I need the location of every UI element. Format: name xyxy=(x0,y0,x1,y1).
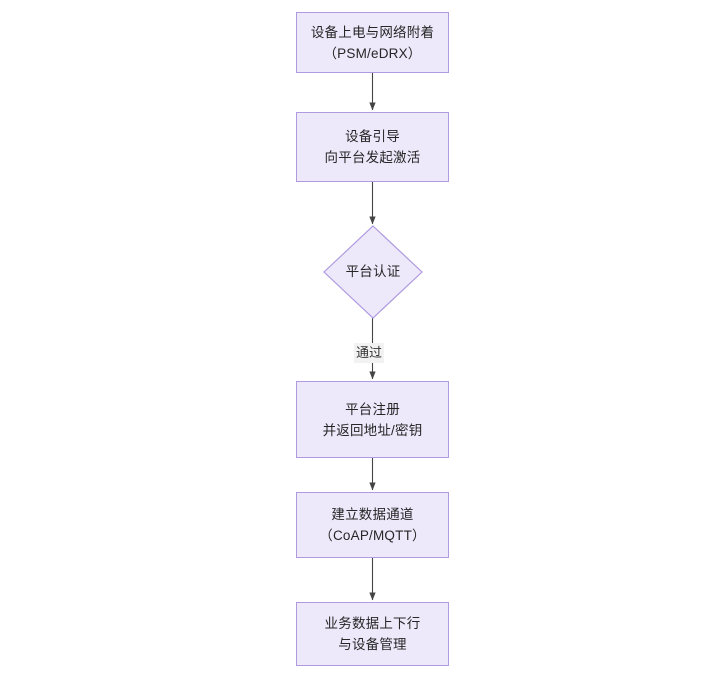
diamond-shape xyxy=(323,225,423,319)
node-line: 建立数据通道 xyxy=(331,507,414,522)
node-establish-data-channel[interactable]: 建立数据通道 （CoAP/MQTT） xyxy=(296,492,449,558)
node-line: （CoAP/MQTT） xyxy=(319,528,426,543)
node-line: 设备引导 xyxy=(345,129,400,144)
edge-label-pass: 通过 xyxy=(354,343,385,363)
node-line: 并返回地址/密钥 xyxy=(322,422,423,438)
node-line: 平台注册 xyxy=(345,401,400,417)
node-device-power-on[interactable]: 设备上电与网络附着 （PSM/eDRX） xyxy=(296,12,449,73)
node-platform-auth[interactable]: 平台认证 xyxy=(323,225,423,319)
node-line: 与设备管理 xyxy=(338,637,407,652)
node-line: 设备上电与网络附着 xyxy=(310,24,435,40)
node-platform-register[interactable]: 平台注册 并返回地址/密钥 xyxy=(296,381,449,458)
node-line: （PSM/eDRX） xyxy=(323,45,422,61)
node-line: 平台认证 xyxy=(345,264,401,279)
node-line: 业务数据上下行 xyxy=(324,616,421,631)
node-device-bootstrap[interactable]: 设备引导 向平台发起激活 xyxy=(296,112,449,182)
node-line: 向平台发起激活 xyxy=(324,150,421,165)
node-business-data-and-device-mgmt[interactable]: 业务数据上下行 与设备管理 xyxy=(296,602,449,666)
